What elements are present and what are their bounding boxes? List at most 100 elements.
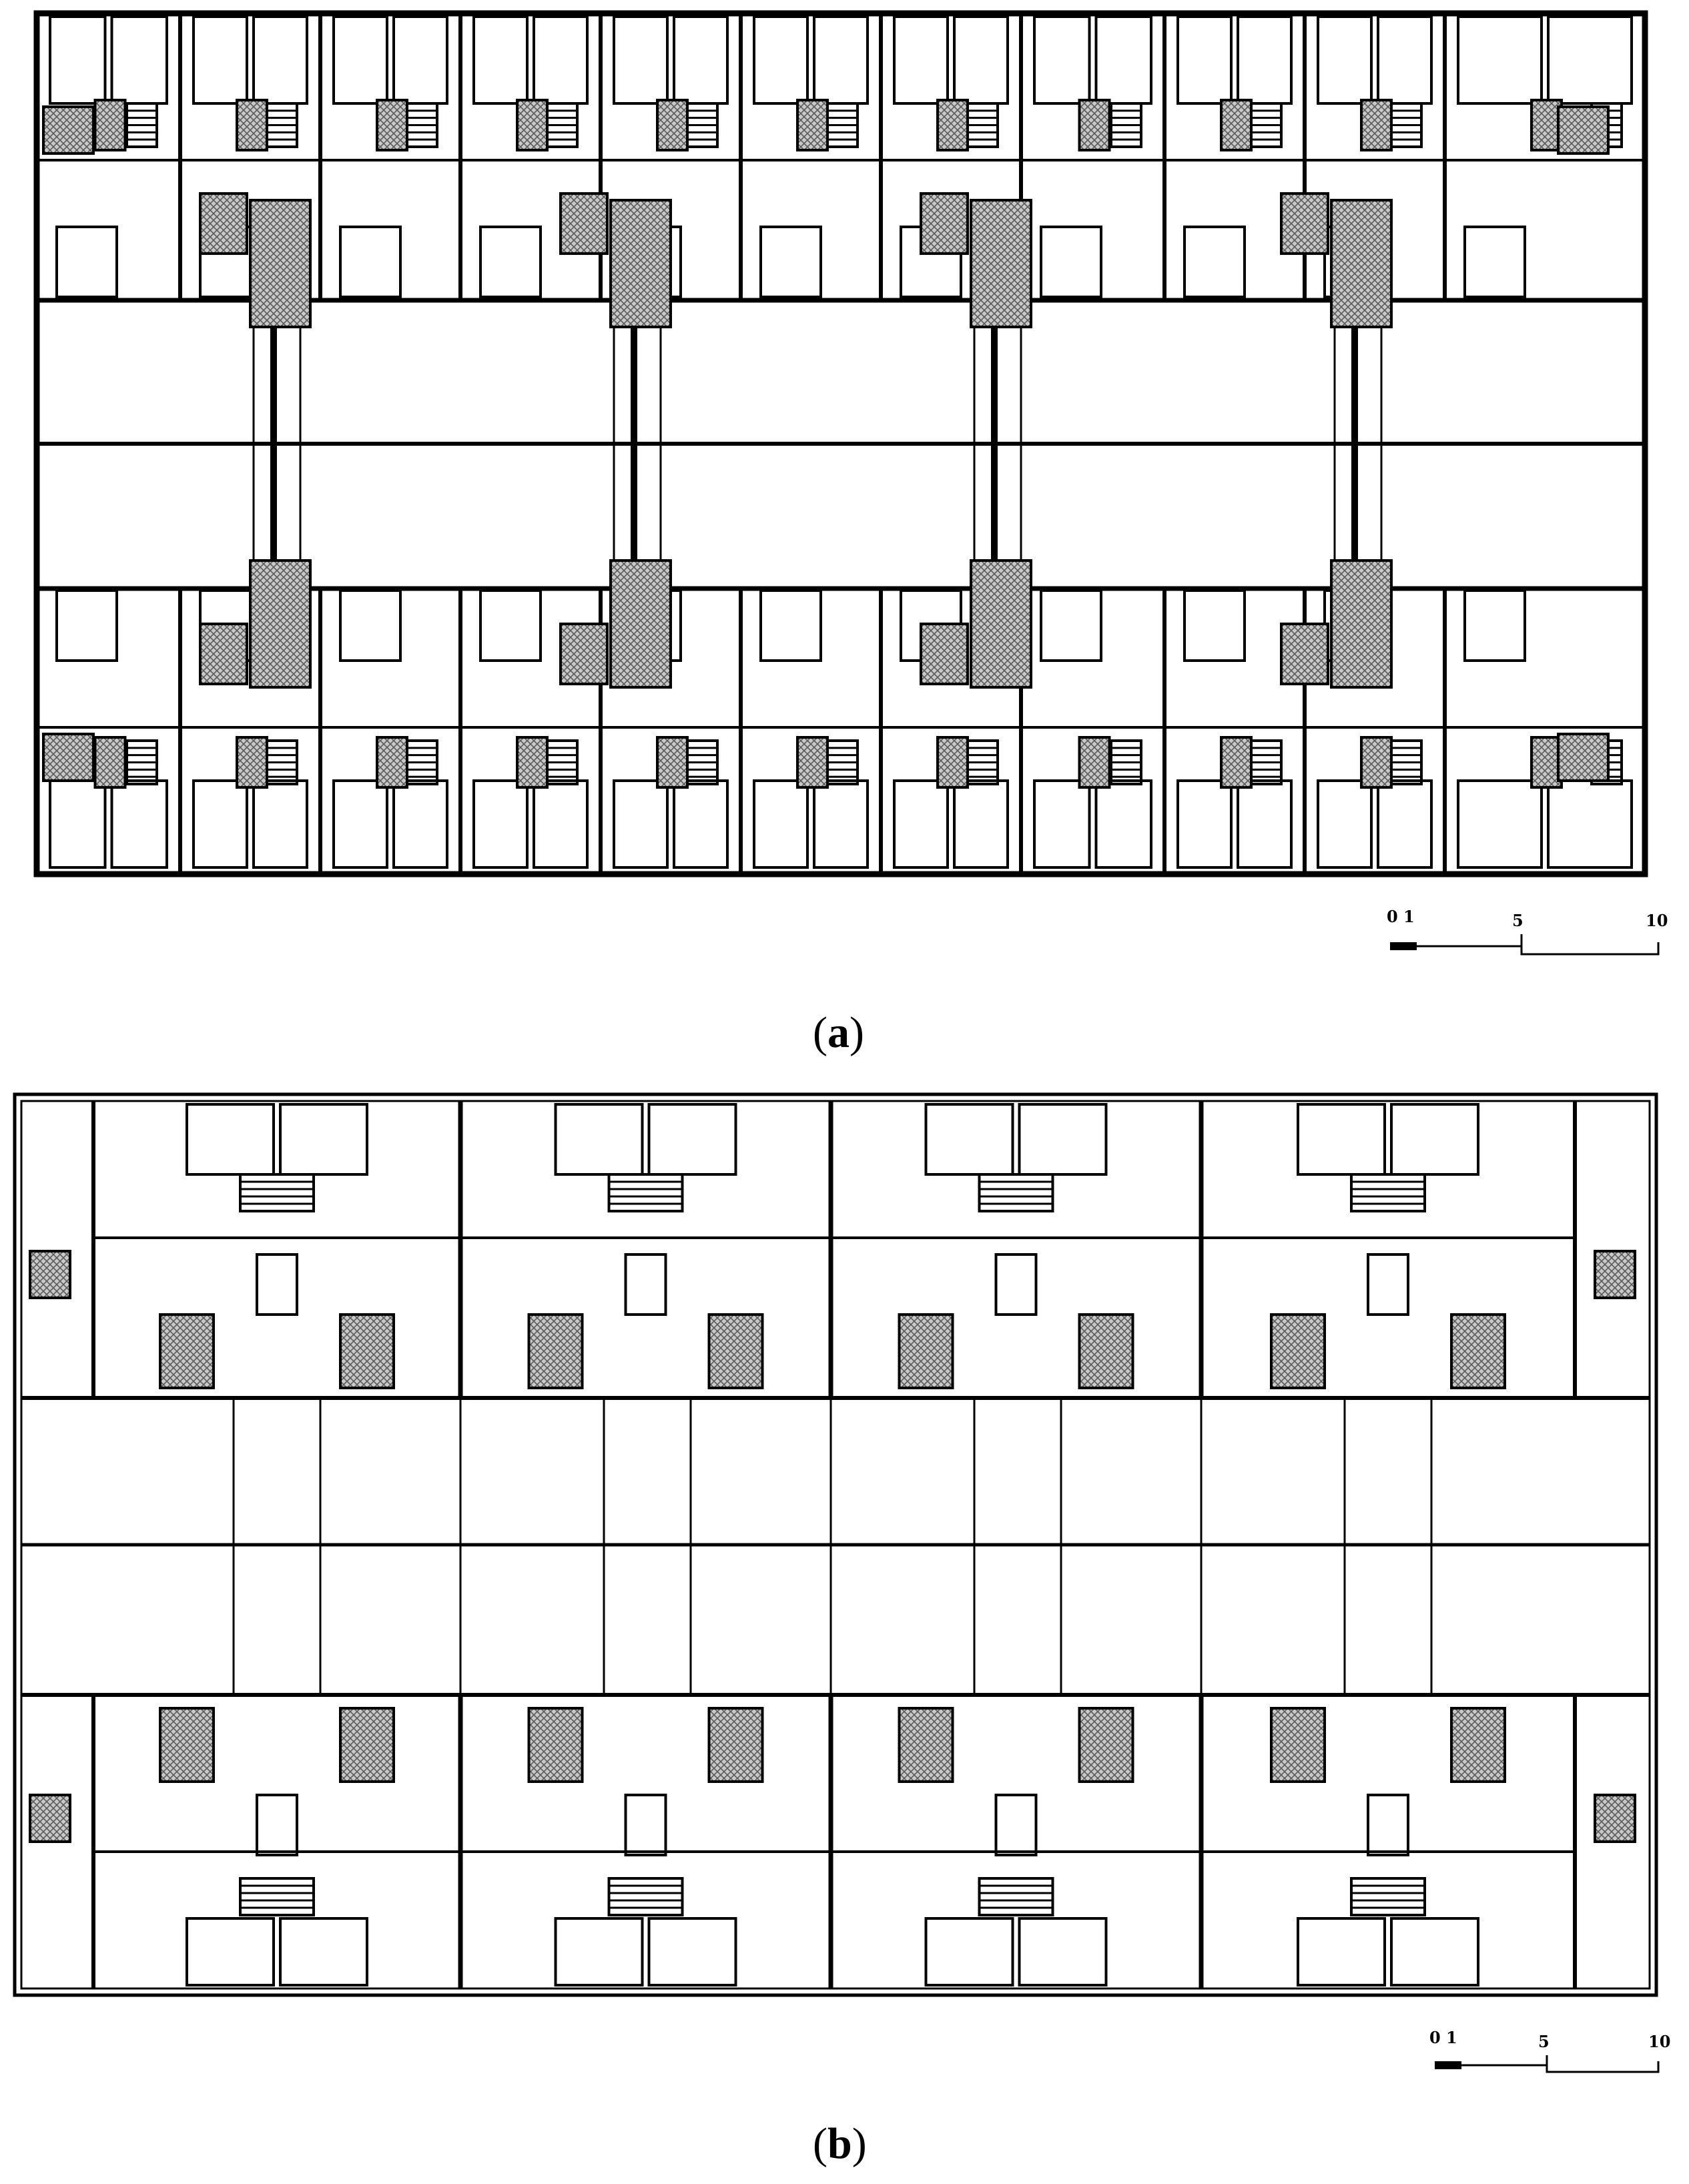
plan-b-cores: [29, 1173, 1636, 1916]
plan-a-stair: [686, 739, 719, 785]
plan-a-bedroom: [1547, 779, 1633, 869]
plan-b-bathroom: [1270, 1707, 1326, 1783]
plan-b-bathroom: [707, 1707, 764, 1783]
plan-a-bedroom: [1094, 779, 1152, 869]
plan-b-end-bath: [29, 1250, 71, 1299]
plan-a-cores: [42, 105, 1610, 782]
plan-a-core-bath: [199, 192, 248, 255]
plan-a-bedroom: [110, 15, 168, 105]
plan-a-core-bath: [920, 623, 969, 685]
plan-b-bedroom: [279, 1917, 368, 1986]
plan-b-bathroom: [707, 1313, 764, 1389]
plan-a-bathroom: [796, 99, 829, 151]
plan-a-bedroom: [753, 779, 809, 869]
plan-a-living-room: [339, 226, 402, 298]
plan-a-scale-label-10: 10: [1646, 911, 1668, 930]
plan-b-bathroom: [527, 1313, 584, 1389]
plan-a-bedroom: [893, 15, 949, 105]
plan-a-bedroom: [893, 779, 949, 869]
plan-a-bathroom: [93, 736, 127, 789]
plan-a-bathroom: [1530, 736, 1563, 789]
plan-a-bathroom: [656, 736, 689, 789]
plan-a-bedroom: [472, 779, 529, 869]
plan-b-bedroom: [1297, 1103, 1386, 1176]
plan-a-bathroom: [376, 736, 408, 789]
plan-a-stair: [546, 739, 579, 785]
plan-a-bedroom: [1317, 15, 1373, 105]
plan-a-bedroom: [1377, 15, 1433, 105]
plan-a-stair: [966, 102, 999, 148]
plan-b-stair: [1350, 1173, 1426, 1212]
plan-b-bedroom: [647, 1917, 737, 1986]
plan-b-end-bath: [1594, 1794, 1636, 1843]
plan-a-stair: [406, 102, 438, 148]
plan-a-bathroom: [236, 99, 268, 151]
plan-a-stair: [1390, 739, 1423, 785]
plan-a-bedroom: [533, 15, 589, 105]
plan-b-bedroom: [186, 1103, 275, 1176]
plan-b-bedroom: [924, 1917, 1014, 1986]
plan-a-bedroom: [1176, 779, 1233, 869]
plan-b-stair-frame: [607, 1173, 684, 1212]
plan-a-core-bath: [609, 199, 672, 328]
plan-a-living-room: [479, 226, 542, 298]
plan-a-core-bath: [559, 623, 609, 685]
plan-a-bedroom: [49, 779, 107, 869]
plan-b-bedroom: [1018, 1917, 1108, 1986]
plan-a-scale-bar: 0 1 5 10: [1387, 907, 1668, 956]
plan-a-scale-label-5: 5: [1512, 911, 1524, 930]
plan-b-bathroom: [159, 1313, 215, 1389]
plan-a-stair: [826, 739, 859, 785]
plan-a-bedroom: [252, 15, 308, 105]
plan-b-core-room: [256, 1253, 298, 1316]
plan-a-bedroom: [332, 15, 388, 105]
plan-b-outer-wall: [13, 1092, 1658, 1997]
plan-a-bedroom: [192, 779, 248, 869]
plan-a-core-bath: [920, 192, 969, 255]
plan-a-bathroom: [936, 99, 969, 151]
plan-b-stair-frame: [978, 1173, 1054, 1212]
plan-b-scale-label-5: 5: [1538, 2032, 1550, 2051]
plan-b-stair-frame: [239, 1173, 315, 1212]
plan-a-end-bath: [42, 105, 95, 155]
plan-a-bedroom: [1237, 15, 1293, 105]
plan-a-stair: [1390, 102, 1423, 148]
plan-a-stair: [266, 102, 298, 148]
plan-a-bathroom: [656, 99, 689, 151]
plan-b-bedroom: [647, 1103, 737, 1176]
plan-a-living-room: [1183, 589, 1246, 662]
plan-a-core-bath: [970, 559, 1032, 689]
plan-a-bathroom: [516, 736, 549, 789]
plan-b-core-room: [624, 1794, 667, 1856]
plan-b-bathroom: [898, 1707, 954, 1783]
plan-b-bedroom: [924, 1103, 1014, 1176]
plan-b-stair-frame: [607, 1877, 684, 1916]
plan-a-living-room: [1463, 226, 1526, 298]
plan-b-bathroom: [339, 1707, 395, 1783]
plan-a-stair: [546, 102, 579, 148]
plan-b-bathroom: [1078, 1707, 1134, 1783]
plan-a-end-bath: [1557, 733, 1610, 782]
floor-plan-a: [33, 10, 1648, 877]
plan-b-bathroom: [159, 1707, 215, 1783]
plan-a-end-bath: [1557, 105, 1610, 155]
plan-b-bedroom: [1297, 1917, 1386, 1986]
plan-b-stair: [607, 1877, 684, 1916]
plan-b-scale-label-10: 10: [1648, 2032, 1670, 2051]
plan-a-end-bath: [42, 733, 95, 782]
plan-a-bedroom: [533, 779, 589, 869]
plan-b-scale-bar: 0 1 5 10: [1429, 2028, 1670, 2073]
plan-b-stair-frame: [239, 1877, 315, 1916]
plan-a-bedroom: [613, 15, 669, 105]
plan-b-units: [91, 1101, 1577, 1988]
plan-a-core-bath: [970, 199, 1032, 328]
plan-a-bedroom: [1457, 779, 1543, 869]
plan-b-bathroom: [1270, 1313, 1326, 1389]
plan-b-bedroom: [279, 1103, 368, 1176]
plan-a-bedroom: [332, 779, 388, 869]
plan-a-core-bath: [249, 199, 312, 328]
plan-a-stair: [125, 739, 158, 785]
plan-b-bedroom: [1390, 1103, 1479, 1176]
plan-a-stair: [1250, 102, 1283, 148]
plan-b-core-room: [994, 1794, 1038, 1856]
